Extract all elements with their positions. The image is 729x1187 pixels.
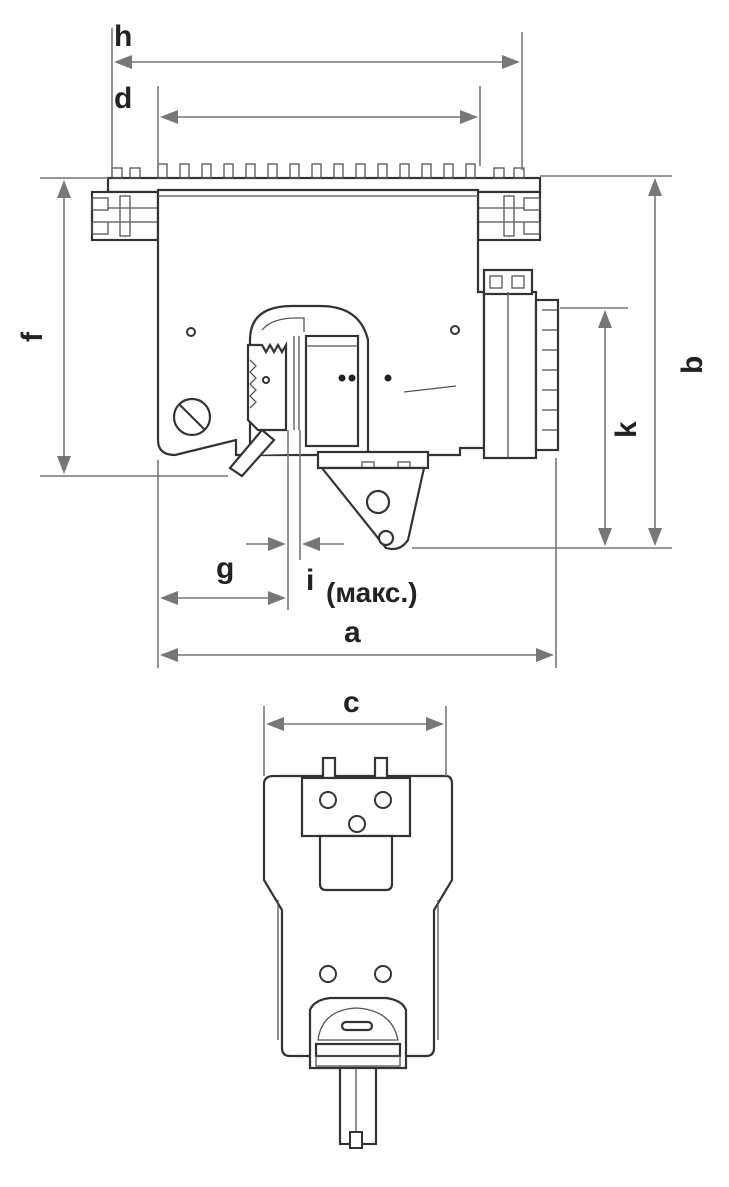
label-d: d xyxy=(114,82,132,115)
label-k: k xyxy=(610,421,643,438)
top-rail xyxy=(106,163,542,194)
label-a: a xyxy=(344,616,361,649)
label-b: b xyxy=(676,356,709,374)
bottom-bracket xyxy=(316,450,430,551)
dimension-labels: h d f b k g i (макс.) a c xyxy=(16,20,709,719)
dimension-lines xyxy=(40,28,672,668)
label-i-note: (макс.) xyxy=(326,577,418,608)
label-i: i xyxy=(306,564,314,597)
front-dimension xyxy=(263,706,447,776)
motor-housing xyxy=(482,268,560,460)
label-g: g xyxy=(216,552,234,585)
side-view xyxy=(90,163,560,551)
front-view xyxy=(262,756,454,1149)
label-f: f xyxy=(16,331,49,342)
rail-right-block xyxy=(476,190,542,242)
label-c: c xyxy=(343,686,360,719)
label-h: h xyxy=(114,20,132,53)
rail-left-block xyxy=(90,190,160,242)
clamp-body xyxy=(156,188,486,478)
